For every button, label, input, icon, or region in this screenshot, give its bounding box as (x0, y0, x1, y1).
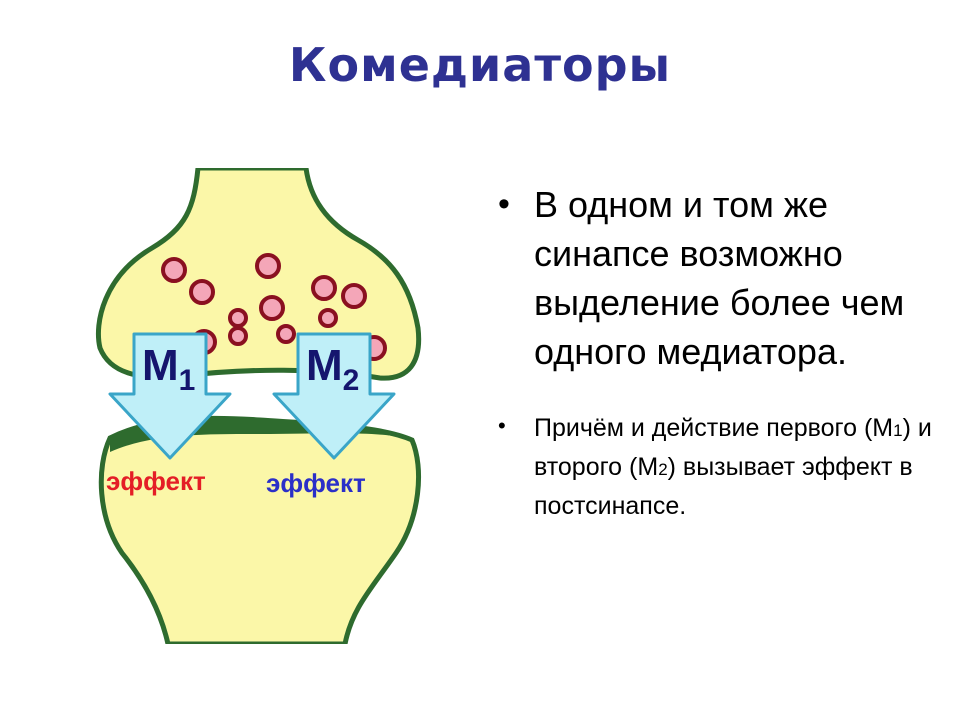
arrow-m1-shape (108, 332, 232, 460)
vesicle (161, 257, 187, 283)
vesicle (189, 279, 215, 305)
arrow-m1: M1 (108, 332, 232, 460)
synapse-diagram: M1 M2 эффект эффект (95, 168, 422, 644)
bullet-text: В одном и том же синапсе возможно выделе… (534, 184, 905, 372)
postsynaptic-cell (98, 415, 422, 644)
arrow-m1-label: M1 (142, 341, 195, 397)
bullet-dot: • (498, 185, 510, 223)
bullet-list: • В одном и том же синапсе возможно выде… (498, 180, 938, 524)
bullet-dot: • (498, 413, 506, 438)
arrow-m2-label: M2 (306, 341, 359, 397)
vesicle (255, 253, 281, 279)
bullet-text: Причём и действие первого (М1) и второго… (534, 414, 932, 520)
vesicle (228, 308, 248, 328)
arrow-m2: M2 (272, 332, 396, 460)
vesicle (311, 275, 337, 301)
vesicle (259, 295, 285, 321)
vesicle (228, 326, 248, 346)
vesicle (276, 324, 296, 344)
effect-label-m1: эффект (106, 466, 206, 496)
vesicle (341, 283, 367, 309)
arrow-m2-shape (272, 332, 396, 460)
vesicle (318, 308, 338, 328)
bullet-item: • В одном и том же синапсе возможно выде… (498, 180, 938, 376)
bullet-item: • Причём и действие первого (М1) и второ… (498, 410, 938, 524)
effect-label-m2: эффект (266, 468, 366, 498)
slide-title: Комедиаторы (288, 38, 672, 92)
